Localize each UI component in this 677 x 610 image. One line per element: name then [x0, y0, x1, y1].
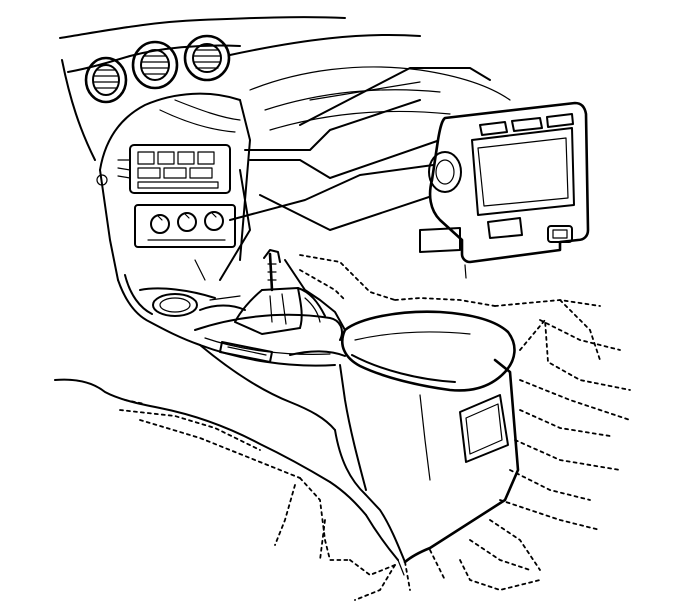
accessory-trim-bezel [419, 101, 590, 279]
bezel-top-vent-slots [479, 113, 574, 136]
vent-right [183, 34, 231, 82]
bezel-round-opening [428, 151, 462, 193]
explode-leader-lines [194, 67, 491, 281]
climate-control-panel [134, 204, 236, 248]
bezel-switch-openings [487, 217, 573, 243]
radio-unit [117, 144, 231, 194]
gear-shift-lever [263, 249, 281, 292]
floor-outline [54, 378, 367, 516]
cup-holder-area [152, 293, 246, 317]
lower-dash [117, 274, 216, 346]
console-base [365, 514, 405, 576]
vent-left [84, 56, 128, 104]
shift-boot [234, 259, 346, 335]
center-stack-opening [96, 92, 251, 281]
shift-bezel [194, 313, 346, 367]
center-console [199, 310, 520, 564]
hidden-structure-dashed [119, 254, 631, 601]
shift-indicator-plate [219, 341, 273, 363]
console-armrest [340, 310, 516, 392]
console-side-storage [459, 394, 509, 463]
instrument-panel-vents [84, 34, 231, 104]
vent-center [131, 40, 179, 90]
